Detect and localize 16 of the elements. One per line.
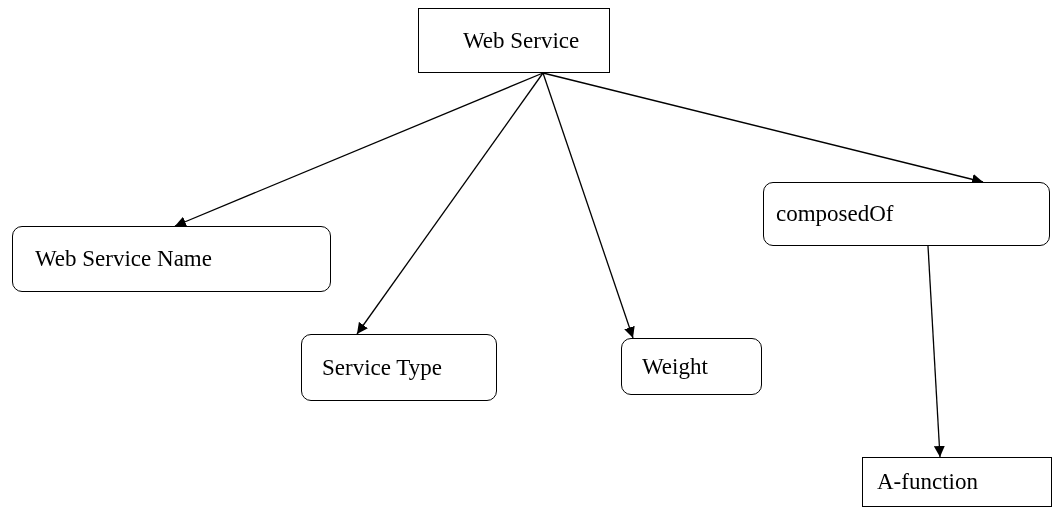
arrow (356, 72, 544, 335)
rounded-box (12, 226, 331, 292)
node-label: Weight (642, 353, 708, 380)
node-label: Web Service (463, 27, 580, 54)
rounded-box (621, 338, 762, 395)
arrow (542, 72, 635, 339)
arrow (174, 72, 544, 227)
box (418, 8, 610, 73)
node-label: Service Type (322, 354, 442, 381)
node-label: Web Service Name (35, 246, 212, 272)
rounded-box (763, 182, 1050, 246)
rounded-box (301, 334, 497, 401)
arrow (927, 245, 945, 458)
node-label: composedOf (776, 201, 894, 227)
node-label: A-function (877, 469, 978, 495)
box (862, 457, 1052, 507)
